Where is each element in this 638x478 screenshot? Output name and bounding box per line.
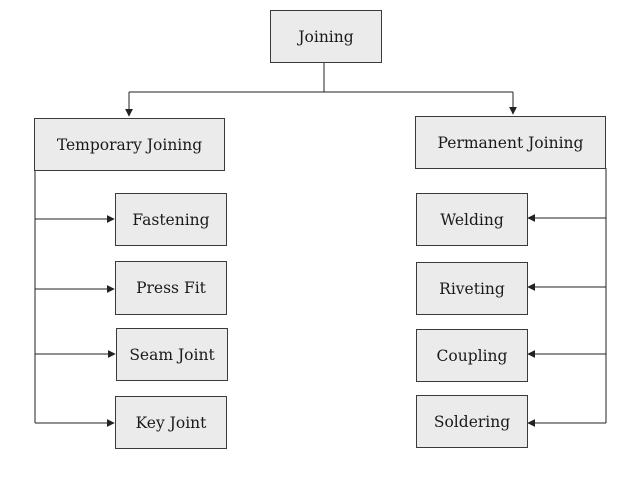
leaf-node-coupling: Coupling (416, 329, 528, 382)
branch-node-permanent-joining: Permanent Joining (415, 116, 606, 169)
leaf-node-soldering: Soldering (416, 395, 528, 448)
root-node-joining: Joining (270, 10, 382, 63)
leaf-node-welding: Welding (416, 193, 528, 246)
leaf-node-seam-joint: Seam Joint (116, 328, 228, 381)
branch-node-temporary-joining: Temporary Joining (34, 118, 225, 171)
leaf-node-press-fit: Press Fit (115, 261, 227, 315)
leaf-node-key-joint: Key Joint (115, 396, 227, 449)
leaf-node-riveting: Riveting (416, 262, 528, 315)
leaf-node-fastening: Fastening (115, 193, 227, 246)
